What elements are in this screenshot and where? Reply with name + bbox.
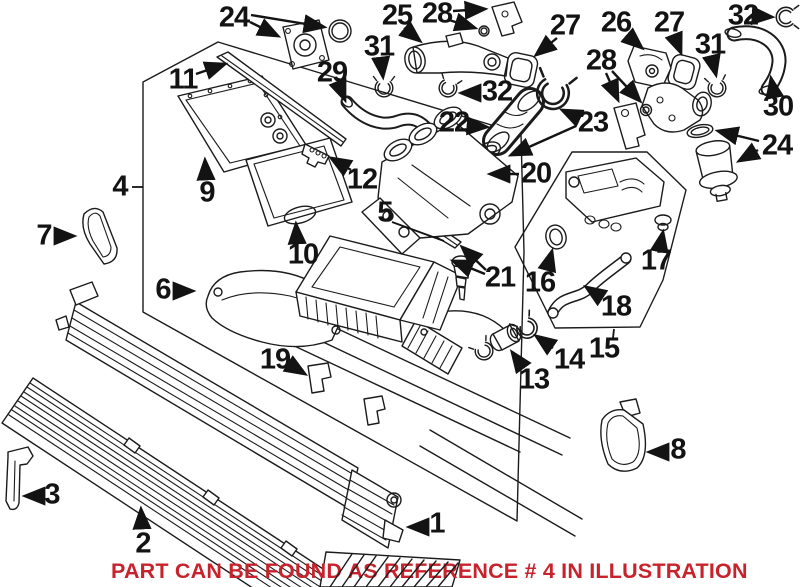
callout-label-4: 4: [112, 170, 128, 203]
callout-arrow-24: [714, 126, 760, 146]
callout-arrow-23: [558, 108, 585, 128]
sleeve-13-art: [489, 323, 522, 352]
callout-arrow-28: [600, 72, 620, 104]
callout-arrow-13: [509, 349, 532, 375]
callout-label-7: 7: [36, 219, 52, 252]
callout-label-14: 14: [553, 343, 585, 376]
callout-arrow-29: [328, 77, 347, 104]
callout-arrow-16: [537, 247, 557, 274]
callout-label-23: 23: [577, 106, 609, 139]
callout-arrow-9: [196, 156, 216, 181]
grille-hatch-lines: [329, 553, 459, 587]
callout-label-27: 27: [653, 6, 685, 39]
callout-label-24: 24: [761, 129, 793, 162]
hose-22-art: [482, 87, 545, 156]
callout-label-22: 22: [438, 106, 470, 139]
callout-label-20: 20: [520, 157, 552, 190]
callout-arrow-25: [398, 20, 423, 44]
callout-label-29: 29: [316, 56, 348, 89]
callout-arrow-14: [533, 333, 559, 356]
caption: PART CAN BE FOUND AS REFERENCE # 4 IN IL…: [111, 559, 748, 583]
callout-arrow-32: [750, 5, 776, 26]
callout-leader-15: [612, 328, 615, 339]
callout-label-5: 5: [377, 196, 393, 229]
callout-label-17: 17: [640, 244, 672, 277]
callout-label-32: 32: [481, 75, 513, 108]
callout-label-18: 18: [600, 290, 632, 323]
intake-manifold-art: [361, 106, 519, 255]
grille-art: [1, 377, 461, 587]
callout-leader-5: [391, 221, 445, 242]
group-15-border: [514, 151, 687, 329]
callout-label-21: 21: [484, 261, 516, 294]
gasket-27-left-art: [503, 52, 539, 88]
callout-label-31: 31: [694, 28, 726, 61]
callout-arrows: [21, 0, 785, 537]
callout-arrow-27: [664, 30, 683, 57]
callout-label-28: 28: [585, 44, 617, 77]
callout-label-1: 1: [429, 507, 445, 540]
callout-label-31: 31: [363, 30, 395, 63]
callout-arrow-30: [765, 74, 785, 100]
callout-label-24: 24: [218, 1, 250, 34]
callout-arrow-27: [533, 34, 558, 58]
callout-label-11: 11: [168, 63, 199, 96]
seal-7-art: [82, 207, 118, 265]
callout-arrow-28: [611, 70, 643, 104]
callout-label-8: 8: [670, 433, 686, 466]
callout-label-19: 19: [259, 343, 291, 376]
callout-arrow-17: [649, 228, 669, 254]
bracket-3-art: [5, 446, 34, 511]
water-outlet-art: [404, 32, 509, 77]
callout-arrow-18: [583, 285, 609, 307]
sensor-28-top-art: [478, 1, 523, 37]
callout-arrow-24: [249, 18, 282, 38]
callout-arrow-24: [250, 13, 328, 34]
callout-arrow-10: [287, 220, 307, 245]
callout-label-26: 26: [600, 6, 632, 39]
callout-label-16: 16: [524, 266, 556, 299]
callout-label-12: 12: [346, 163, 378, 196]
callout-label-25: 25: [381, 0, 413, 32]
callout-label-2: 2: [135, 527, 151, 560]
throttle-body-art: [641, 82, 712, 133]
thermostat-24-art: [686, 123, 738, 203]
expansion-tank-art: [545, 157, 672, 319]
callout-arrow-11: [195, 61, 229, 80]
callout-label-30: 30: [762, 90, 794, 123]
seal-8-art: [600, 398, 647, 472]
callout-arrow-2: [132, 505, 152, 530]
intercooler-art: [55, 281, 404, 549]
callout-label-3: 3: [44, 478, 60, 511]
callout-arrow-28: [452, 0, 489, 20]
callout-arrow-28: [448, 12, 479, 32]
air-filter-housing-art: [295, 235, 471, 343]
callout-arrow-31: [371, 55, 391, 81]
group-4-border: [142, 41, 525, 522]
callout-arrow-31: [701, 52, 721, 79]
callout-arrow-21: [459, 244, 487, 271]
callout-label-27: 27: [549, 9, 581, 42]
callout-label-13: 13: [518, 363, 550, 396]
callout-arrow-21: [449, 259, 486, 278]
callout-label-10: 10: [287, 238, 319, 271]
callout-label-9: 9: [199, 176, 215, 209]
callout-arrow-12: [327, 156, 354, 177]
callout-label-6: 6: [155, 273, 171, 306]
callout-arrow-26: [620, 27, 645, 51]
callout-label-28: 28: [421, 0, 453, 30]
callout-arrow-23: [507, 124, 577, 157]
callout-arrow-22: [466, 116, 491, 136]
callout-arrow-19: [282, 355, 309, 376]
front-carrier-art: [221, 280, 583, 537]
callout-label-15: 15: [588, 332, 620, 365]
callout-label-32: 32: [727, 0, 759, 32]
callout-arrow-24: [735, 142, 762, 163]
inlet-duct-art: [177, 51, 462, 249]
